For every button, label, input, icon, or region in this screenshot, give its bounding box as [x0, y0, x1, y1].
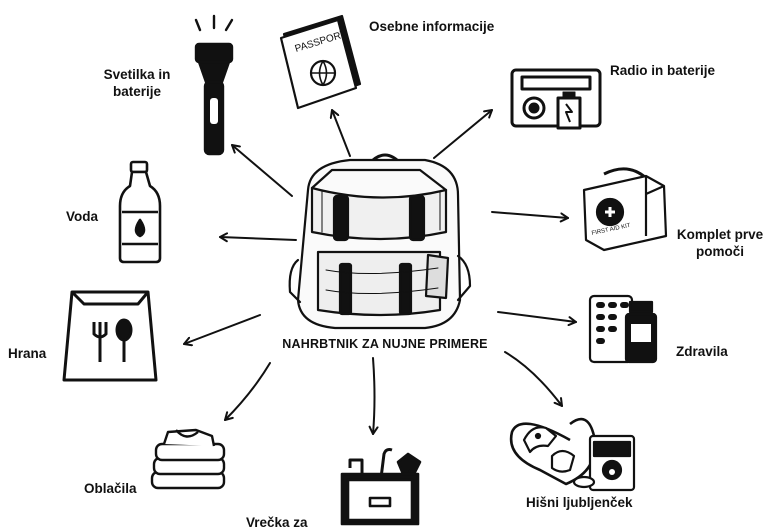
label-food: Hrana — [8, 346, 47, 361]
arrow-to-food — [183, 314, 261, 347]
food-bag-icon — [62, 290, 158, 382]
radio-battery-icon — [510, 68, 602, 130]
label-personal-info: Osebne informacije — [369, 19, 495, 34]
folded-clothes-icon — [150, 428, 226, 490]
arrow-to-personal-info — [329, 109, 351, 157]
label-first-aid: Komplet prve pomoči — [670, 226, 770, 260]
arrow-to-radio — [433, 109, 493, 159]
arrow-to-water — [219, 232, 297, 243]
label-flashlight-line2: baterije — [112, 84, 162, 99]
label-flashlight-line1: Svetilka in — [103, 67, 171, 82]
label-pets: Hišni ljubljenček — [526, 495, 633, 510]
label-flashlight: Svetilka in baterije — [94, 66, 180, 100]
first-aid-kit-icon: FIRST AID KIT — [582, 167, 668, 252]
flashlight-icon — [194, 14, 234, 156]
center-title: NAHRBTNIK ZA NUJNE PRIMERE — [282, 337, 488, 351]
label-clothes: Oblačila — [84, 481, 137, 496]
medicine-icon — [588, 294, 658, 364]
toolbox-icon — [340, 448, 422, 526]
arrow-to-medicine — [497, 311, 577, 327]
arrow-to-clothes — [224, 362, 271, 421]
arrow-to-pets — [504, 351, 563, 407]
label-tool-bag: Vrečka za — [246, 515, 308, 530]
label-radio: Radio in baterije — [610, 63, 716, 78]
arrow-to-first-aid — [491, 211, 569, 223]
water-bottle-icon — [118, 160, 162, 264]
passport-icon: PASSPORT — [279, 14, 362, 110]
arrow-to-flashlight — [231, 144, 293, 197]
label-first-aid-line2: pomoči — [695, 244, 744, 259]
label-water: Voda — [66, 209, 99, 224]
label-medicine: Zdravila — [676, 344, 728, 359]
label-first-aid-line1: Komplet prve — [676, 227, 764, 242]
pet-food-icon — [509, 417, 636, 492]
arrow-to-toolbox — [368, 357, 379, 435]
backpack-icon — [288, 153, 472, 330]
